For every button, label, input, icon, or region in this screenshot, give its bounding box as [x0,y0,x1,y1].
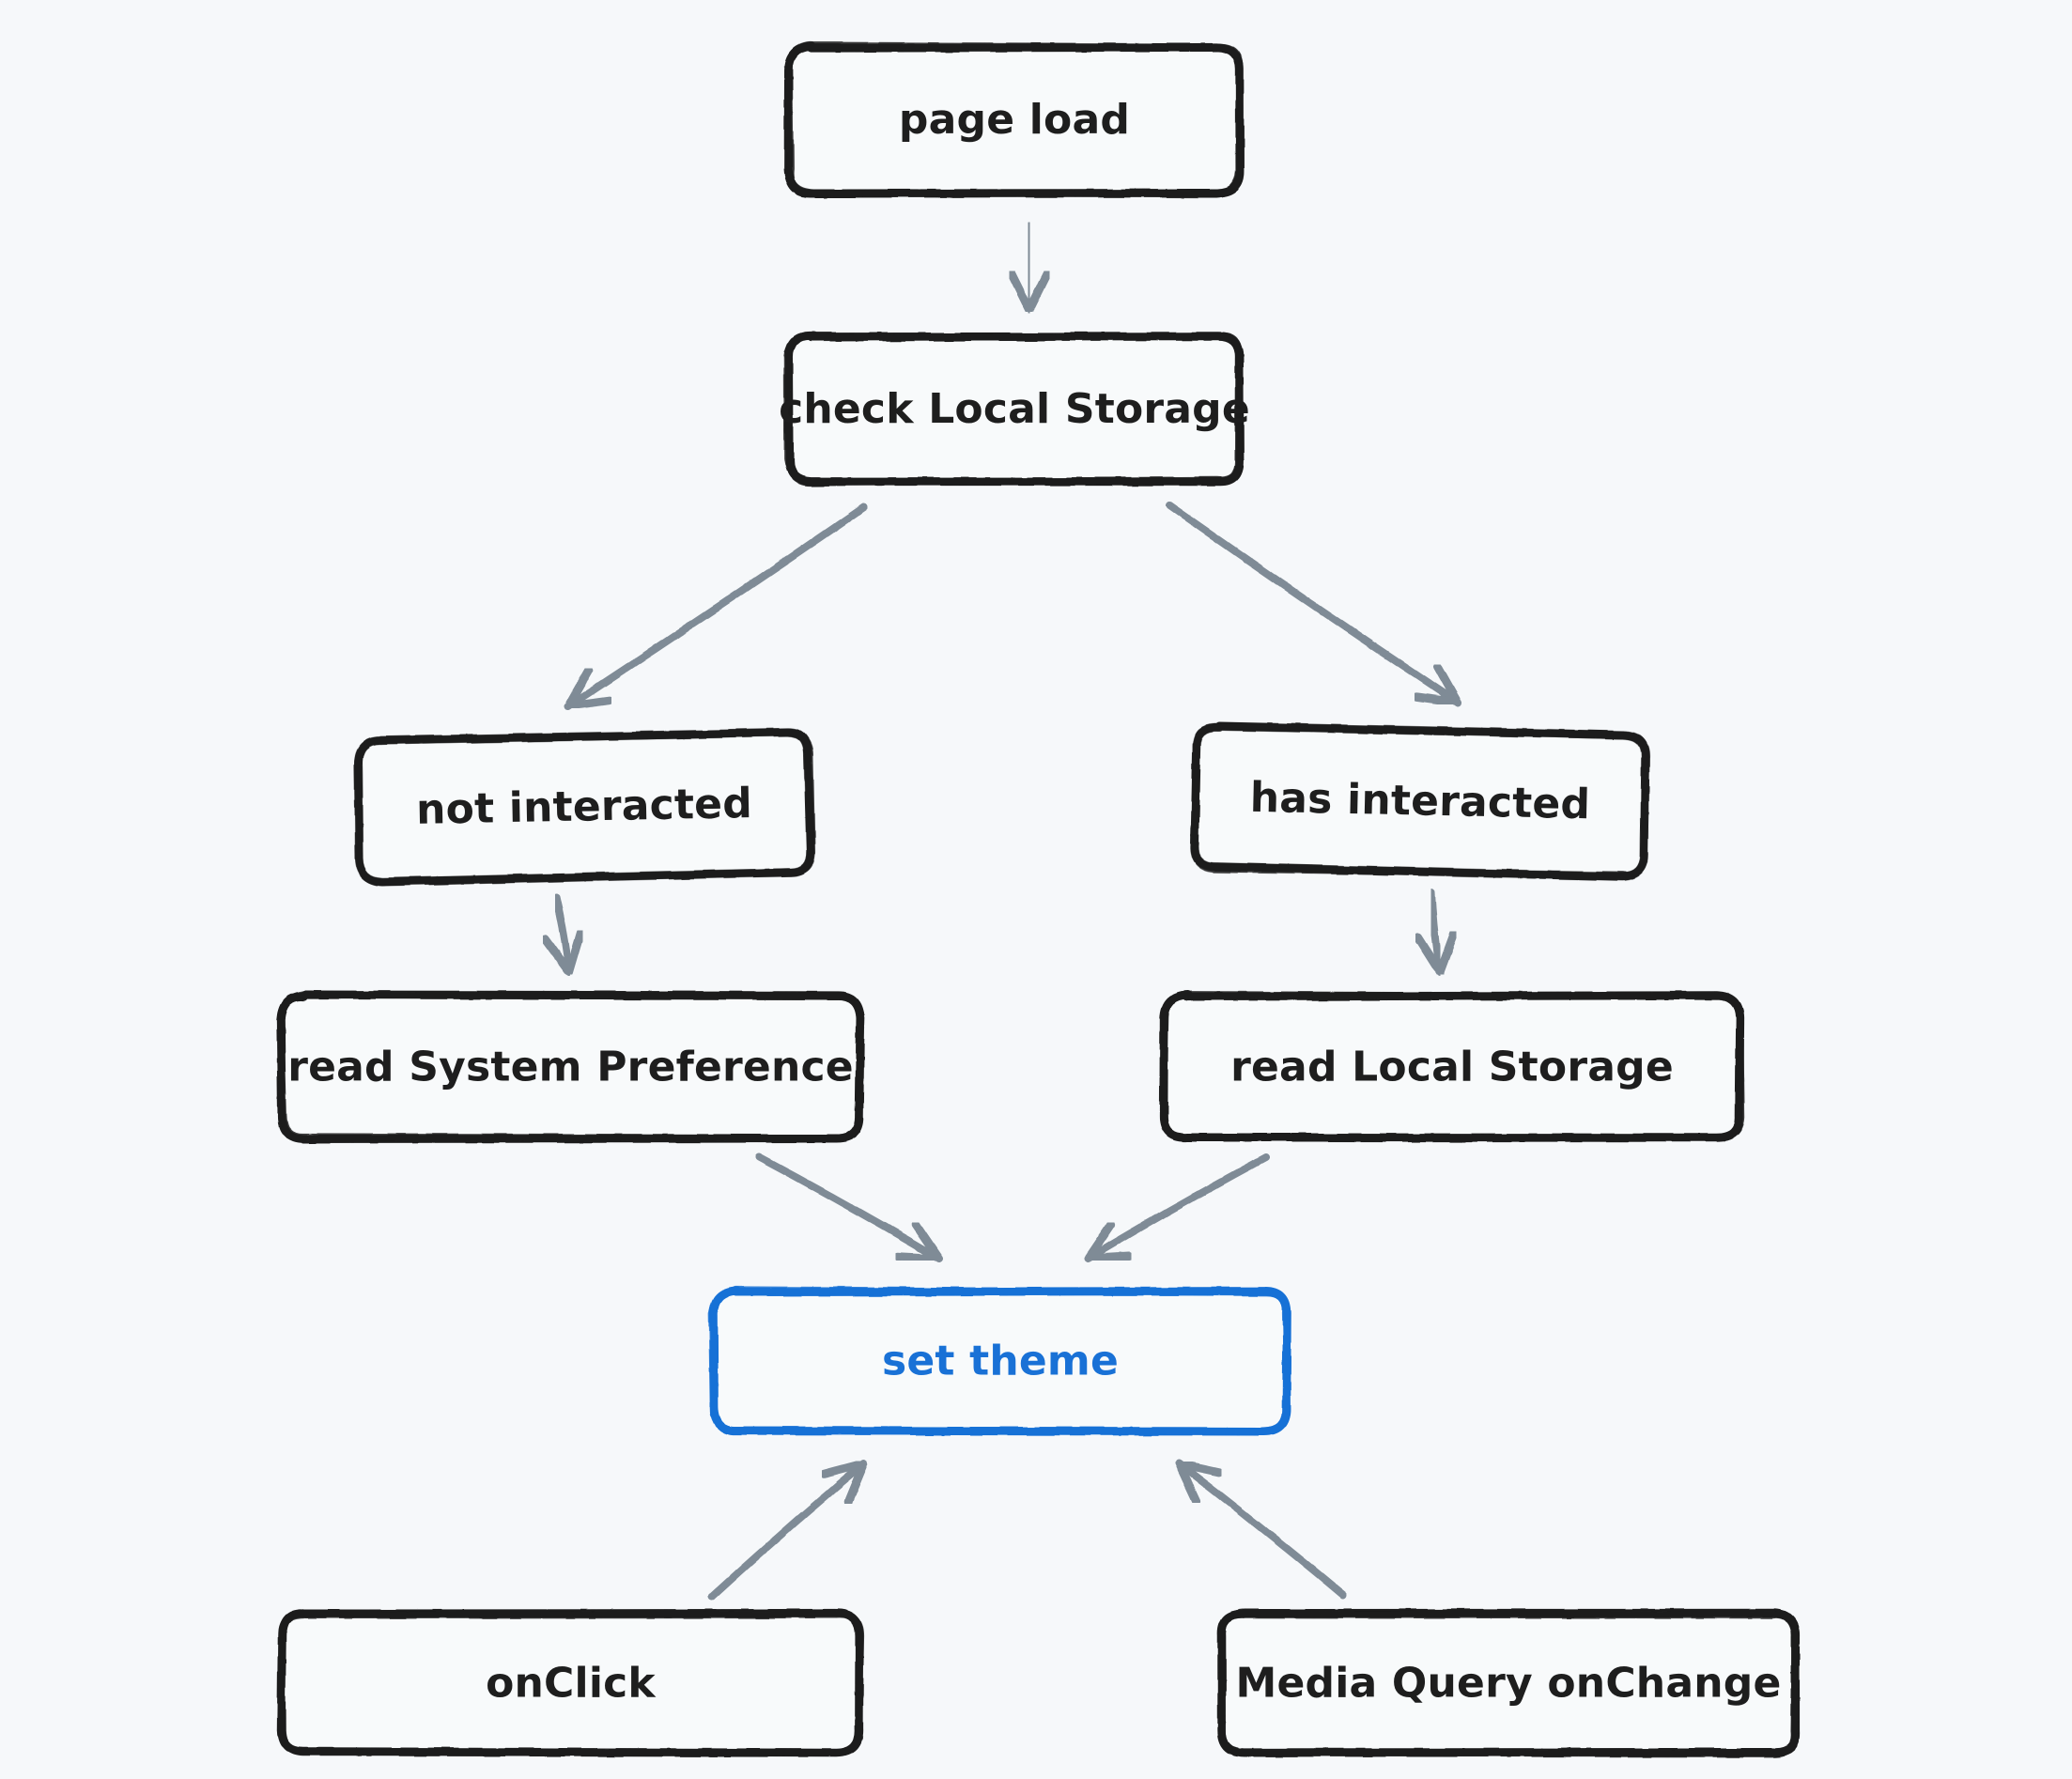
edge-check-to-not-interacted [564,503,868,711]
node-label: not interacted [416,780,753,834]
node-label: read System Preference [287,1044,854,1091]
node-label: Media Query onChange [1235,1660,1781,1708]
arrowhead-icon [540,928,585,977]
edges-layer [540,222,1462,1601]
node-fill [714,1292,1287,1431]
node-media-query-onchange[interactable]: Media Query onChange [1217,1608,1801,1757]
node-fill [1193,726,1647,876]
node-label: set theme [882,1338,1119,1385]
node-border [1159,991,1745,1142]
arrowhead-icon [1006,269,1053,315]
edge-line [1175,1460,1347,1599]
edge-read-sp-to-set-theme [755,1153,944,1263]
node-border [783,332,1243,487]
arrowhead-icon [819,1459,869,1507]
node-label: onClick [486,1660,657,1708]
arrowhead-icon [893,1220,944,1263]
node-fill [1165,996,1740,1138]
node-fill [789,47,1240,193]
edge-line [708,1460,868,1601]
node-read-local-storage[interactable]: read Local Storage [1159,990,1745,1142]
arrowhead-icon [1083,1220,1134,1263]
edge-media-query-to-set-theme [1174,1459,1347,1599]
node-label: read Local Storage [1230,1044,1674,1091]
node-border [1190,723,1650,879]
arrowhead-icon [1174,1459,1224,1506]
node-border [277,990,865,1142]
node-label: has interacted [1249,774,1590,829]
edge-on-click-to-set-theme [708,1459,869,1601]
node-has-interacted[interactable]: has interacted [1190,721,1650,881]
node-read-system-preference[interactable]: read System Preference [276,990,865,1143]
node-fill [282,1614,859,1753]
node-not-interacted[interactable]: not interacted [354,728,816,887]
node-border [354,729,816,887]
edge-line [1084,1153,1270,1262]
edge-line [1024,222,1033,314]
arrowhead-icon [1413,929,1459,977]
node-border [277,1611,865,1757]
edge-check-to-has-interacted [1166,502,1462,707]
node-fill [789,336,1240,482]
arrowhead-icon [564,666,614,711]
edge-not-interacted-to-read-sp [540,893,585,977]
node-page-load[interactable]: page load [783,41,1245,198]
edge-line [1166,502,1461,706]
node-fill [282,996,859,1138]
arrowhead-icon [1412,662,1462,707]
node-border [785,41,1245,198]
nodes-layer: page load check Local Storage not interact… [276,41,1801,1757]
edge-page-load-to-check [1006,222,1053,315]
node-check-local-storage[interactable]: check Local Storage [779,332,1250,487]
node-border [1218,1608,1800,1757]
node-on-click[interactable]: onClick [276,1608,865,1757]
edge-read-ls-to-set-theme [1083,1153,1270,1263]
edge-line [755,1153,943,1262]
node-fill [1221,1614,1796,1753]
edge-line [564,503,868,710]
node-label: page load [899,96,1130,144]
node-fill [358,732,811,882]
node-border [708,1286,1291,1435]
node-label: check Local Storage [779,385,1250,433]
edge-has-interacted-to-read-ls [1413,889,1459,977]
node-set-theme[interactable]: set theme [708,1286,1291,1436]
